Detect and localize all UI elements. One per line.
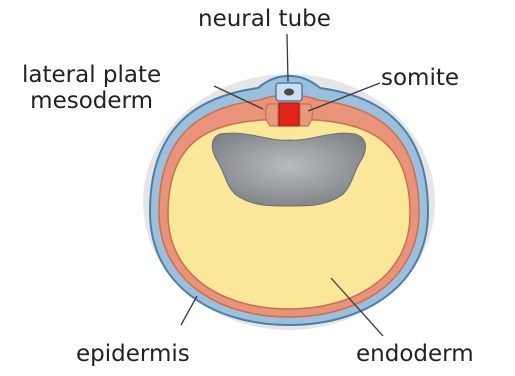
leader-epidermis	[181, 296, 197, 325]
neural-tube-label: neural tube	[198, 8, 331, 31]
somite-core	[279, 103, 299, 126]
somite-label: somite	[381, 67, 459, 90]
somite-right-block	[300, 104, 312, 126]
lateral-plate-mesoderm-label: lateral plate mesoderm	[22, 62, 161, 114]
lateral-plate-label-line1: lateral plate	[22, 62, 161, 88]
endoderm-label: endoderm	[356, 343, 474, 366]
neural-tube-lumen	[284, 89, 294, 96]
epidermis-label: epidermis	[76, 343, 190, 366]
somite-left-block	[266, 104, 278, 126]
lateral-plate-label-line2: mesoderm	[22, 88, 161, 114]
